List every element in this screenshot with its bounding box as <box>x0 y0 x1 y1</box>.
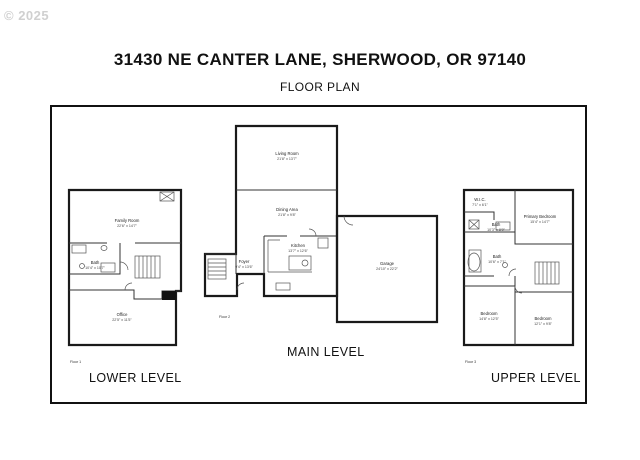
floor-plan-title: FLOOR PLAN <box>279 80 361 94</box>
office-label: Office <box>117 312 129 317</box>
bedroom-2-label: Bedroom <box>535 316 553 321</box>
upper-floor-number: Floor 3 <box>465 360 476 364</box>
lower-level-plan: Family Room 22'6" x 14'7" Bath 10'4" x 1… <box>67 188 183 364</box>
primary-bedroom-label: Primary Bedroom <box>524 214 557 219</box>
main-floor-number: Floor 2 <box>219 315 230 319</box>
family-room-dims: 22'6" x 14'7" <box>117 224 137 228</box>
wic-label: W.I.C. <box>474 197 485 202</box>
floor-plan-frame <box>50 105 587 404</box>
wic-dims: 7'1" x 6'1" <box>472 203 488 207</box>
upper-level-plan: W.I.C. 7'1" x 6'1" Bath 10'3" x 8'9" Pri… <box>462 188 575 364</box>
main-level-plan: Living Room 21'8" x 13'7" Dining Area 21… <box>203 124 439 324</box>
dining-area-label: Dining Area <box>276 207 298 212</box>
primary-bath-dims: 10'3" x 8'9" <box>487 228 505 232</box>
main-level-title: MAIN LEVEL <box>287 345 365 359</box>
living-room-label: Living Room <box>275 151 299 156</box>
office-dims: 22'5" x 11'5" <box>112 318 132 322</box>
upper-bath-dims: 10'6" x 7'1" <box>488 260 506 264</box>
garage-dims: 24'10" x 22'2" <box>376 267 398 271</box>
primary-bath-label: Bath <box>492 222 501 227</box>
garage-label: Garage <box>380 261 395 266</box>
lower-floor-number: Floor 1 <box>70 360 81 364</box>
lower-bath-dims: 10'4" x 10'7" <box>85 266 105 270</box>
kitchen-dims: 13'7" x 12'6" <box>288 249 308 253</box>
upper-level-title: UPPER LEVEL <box>491 371 581 385</box>
copyright-watermark: © 2025 <box>4 8 50 23</box>
kitchen-label: Kitchen <box>291 243 306 248</box>
upper-bath-label: Bath <box>493 254 502 259</box>
foyer-dims: 9'4" x 13'6" <box>235 265 253 269</box>
dining-area-dims: 21'8" x 9'8" <box>278 213 296 217</box>
property-address: 31430 NE CANTER LANE, SHERWOOD, OR 97140 <box>113 50 527 69</box>
bedroom-2-dims: 12'1" x 9'8" <box>534 322 552 326</box>
bedroom-1-dims: 14'8" x 12'5" <box>479 317 499 321</box>
lower-level-title: LOWER LEVEL <box>89 371 182 385</box>
bedroom-1-label: Bedroom <box>481 311 499 316</box>
lower-bath-label: Bath <box>91 260 100 265</box>
living-room-dims: 21'8" x 13'7" <box>277 157 297 161</box>
family-room-label: Family Room <box>115 218 140 223</box>
foyer-label: Foyer <box>239 259 250 264</box>
primary-bedroom-dims: 15'4" x 14'7" <box>530 220 550 224</box>
